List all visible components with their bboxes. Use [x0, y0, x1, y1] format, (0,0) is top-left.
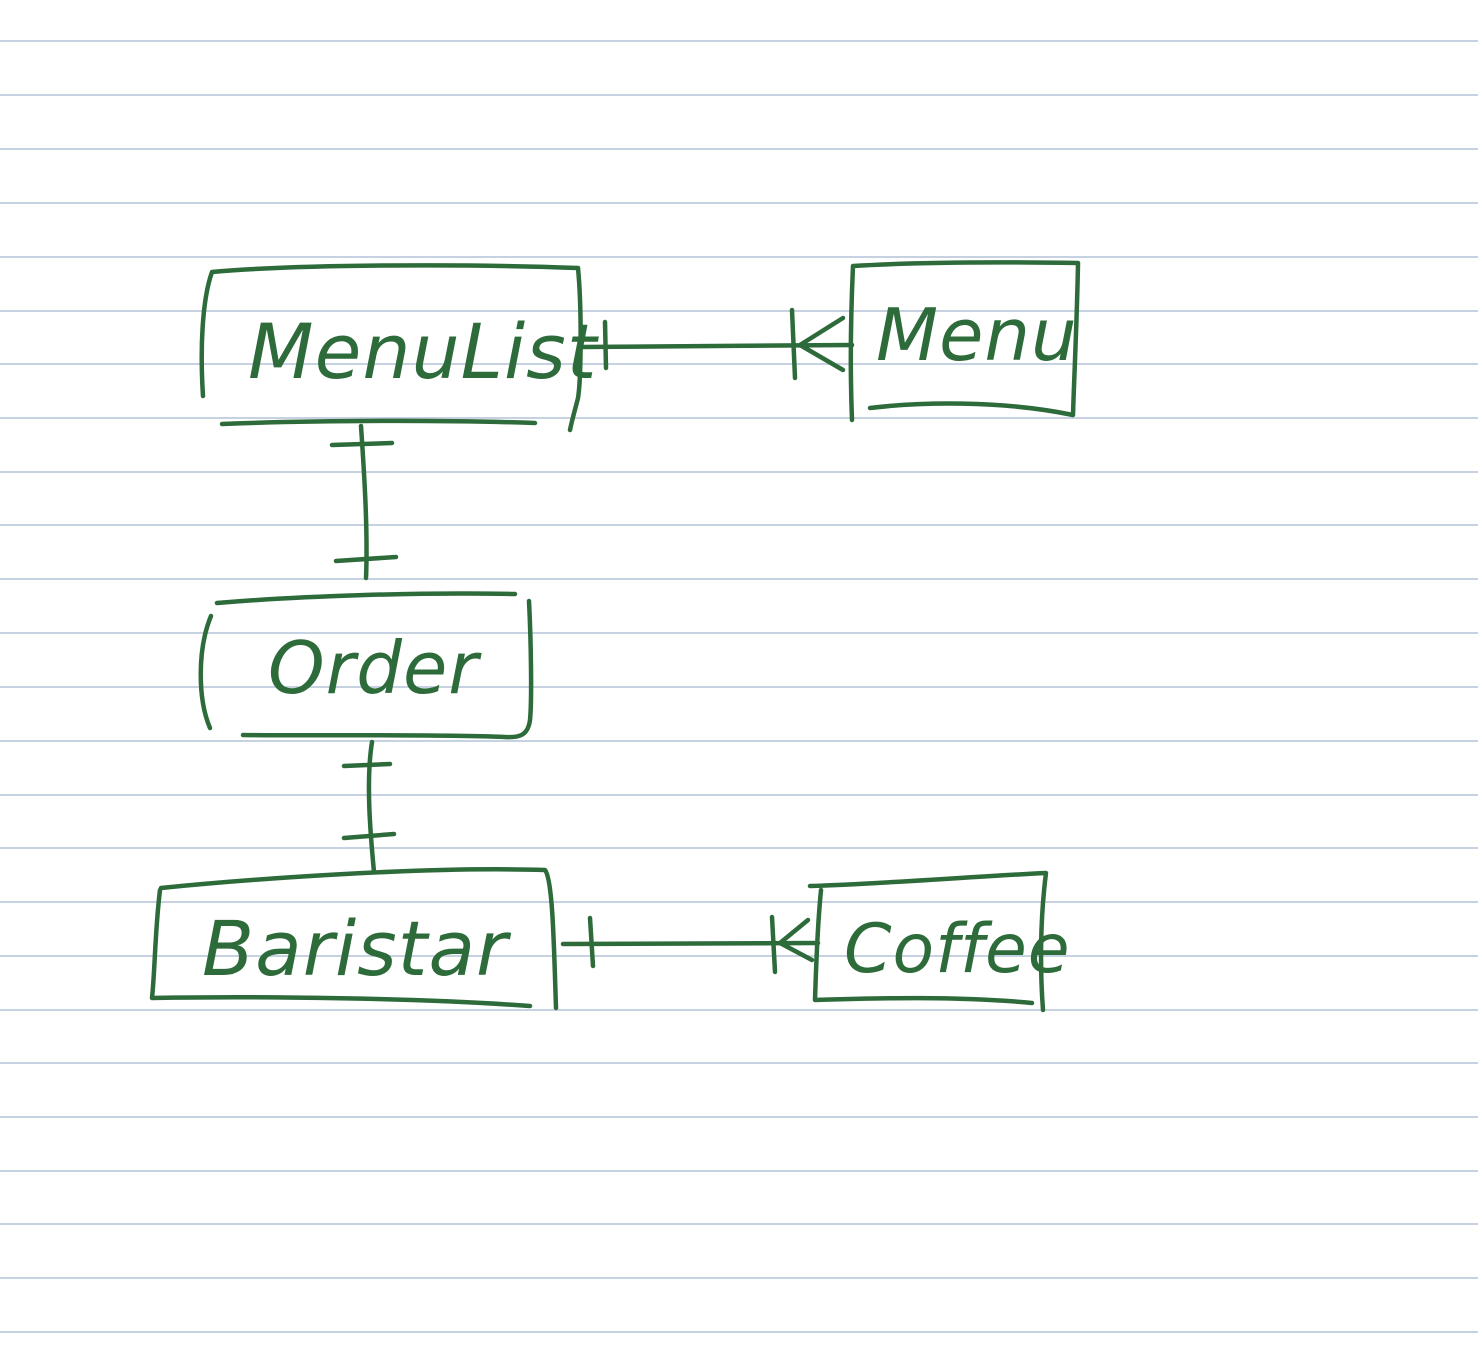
relationship-menulist-order: [329, 423, 399, 581]
entity-baristar-label: Baristar: [202, 904, 512, 993]
relationship-order-baristar: [341, 739, 397, 875]
one-mark-icon: [341, 761, 393, 769]
crows-foot-icon: [797, 315, 846, 373]
one-mark-icon: [329, 440, 395, 448]
one-mark-icon: [769, 914, 778, 975]
relationship-baristar-coffee: [560, 914, 821, 975]
crows-foot-icon: [777, 917, 815, 963]
one-mark-icon: [587, 915, 596, 969]
relationship-menulist-menu: [579, 307, 855, 381]
entity-menu-label: Menu: [876, 293, 1078, 377]
entity-baristar-box: [149, 867, 559, 1011]
entity-coffee-box: [807, 870, 1049, 1013]
entity-order-label: Order: [268, 626, 482, 710]
entity-menu: Menu: [848, 260, 1081, 423]
entity-coffee-label: Coffee: [844, 910, 1071, 989]
one-mark-icon: [341, 831, 397, 841]
entity-menu-box: [848, 260, 1081, 423]
one-mark-icon: [602, 319, 609, 371]
entity-menulist-label: MenuList: [248, 307, 600, 396]
entity-menulist: MenuList: [199, 263, 600, 433]
entity-order: Order: [198, 591, 534, 740]
relationship-menulist-order-line: [358, 423, 369, 581]
entity-menulist-box: [199, 263, 583, 433]
entity-coffee: Coffee: [807, 870, 1071, 1013]
ruled-lines: [0, 40, 1478, 1333]
one-mark-icon: [333, 554, 399, 564]
relationship-order-baristar-line: [366, 739, 377, 875]
entity-order-box: [198, 591, 534, 740]
relationship-menulist-menu-line: [579, 342, 855, 350]
one-mark-icon: [789, 307, 798, 381]
entity-baristar: Baristar: [149, 867, 559, 1011]
